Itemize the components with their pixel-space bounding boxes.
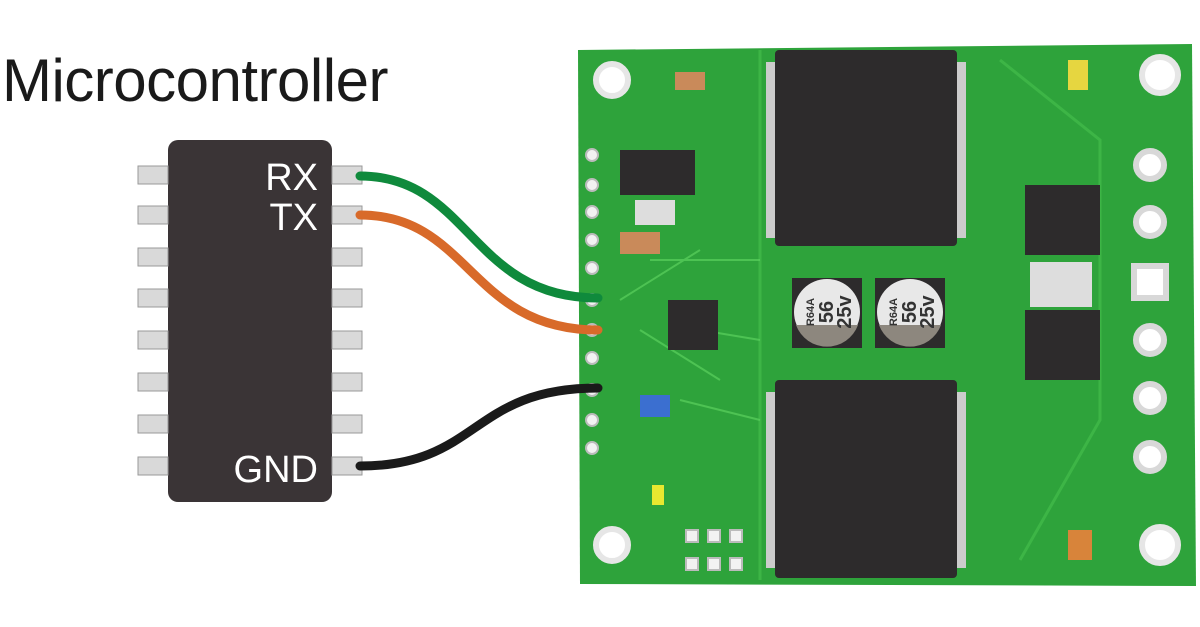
mosfet-bottom: [1025, 310, 1100, 380]
regulator: [620, 150, 695, 195]
mounting-holes: [593, 54, 1181, 566]
capacitor-1-code: R64A: [805, 298, 817, 326]
capacitor-2: 56 25v R64A: [875, 278, 945, 348]
gnd-wire: [355, 383, 603, 471]
diode: [635, 200, 675, 225]
chip-pin-left-5: [137, 330, 169, 350]
chip-pin-left-7: [137, 414, 169, 434]
chip-pin-right-5: [331, 330, 363, 350]
gnd-label: GND: [234, 449, 318, 491]
chip-pin-left-8: [137, 456, 169, 476]
chip-pin-right-7: [331, 414, 363, 434]
terminal-holes: [1131, 148, 1169, 474]
capacitor-small: [620, 232, 660, 254]
capacitor-2-code: R64A: [888, 298, 900, 326]
microcontroller-title: Microcontroller: [2, 47, 388, 114]
driver-ic-top: [766, 50, 966, 246]
capacitor-2-voltage: 25v: [917, 294, 939, 328]
capacitor-2-value: 56: [899, 301, 921, 323]
chip-pin-right-6: [331, 372, 363, 392]
chip-pin-left-4: [137, 288, 169, 308]
yellow-led: [652, 485, 664, 505]
chip-pin-right-3: [331, 247, 363, 267]
chip-pin-left-3: [137, 247, 169, 267]
motor-controller-board: 56 25v R64A 56 25v R64A: [578, 44, 1196, 586]
mosfet-top: [1025, 185, 1100, 255]
driver-ic-bottom: [766, 380, 966, 578]
chip-pin-left-6: [137, 372, 169, 392]
chip-pin-left-2: [137, 205, 169, 225]
microcontroller-chip: [168, 140, 332, 502]
blue-led: [640, 395, 670, 417]
capacitor-1: 56 25v R64A: [792, 278, 862, 348]
tx-wire: [355, 210, 603, 335]
capacitor-1-value: 56: [816, 301, 838, 323]
chip-pins: [137, 165, 363, 476]
rx-wire: [355, 171, 603, 303]
rx-label: RX: [265, 157, 318, 199]
tx-label: TX: [269, 197, 318, 239]
microcontroller-ic: [668, 300, 718, 350]
chip-pin-right-4: [331, 288, 363, 308]
capacitor-1-voltage: 25v: [834, 294, 856, 328]
chip-pin-left-1: [137, 165, 169, 185]
